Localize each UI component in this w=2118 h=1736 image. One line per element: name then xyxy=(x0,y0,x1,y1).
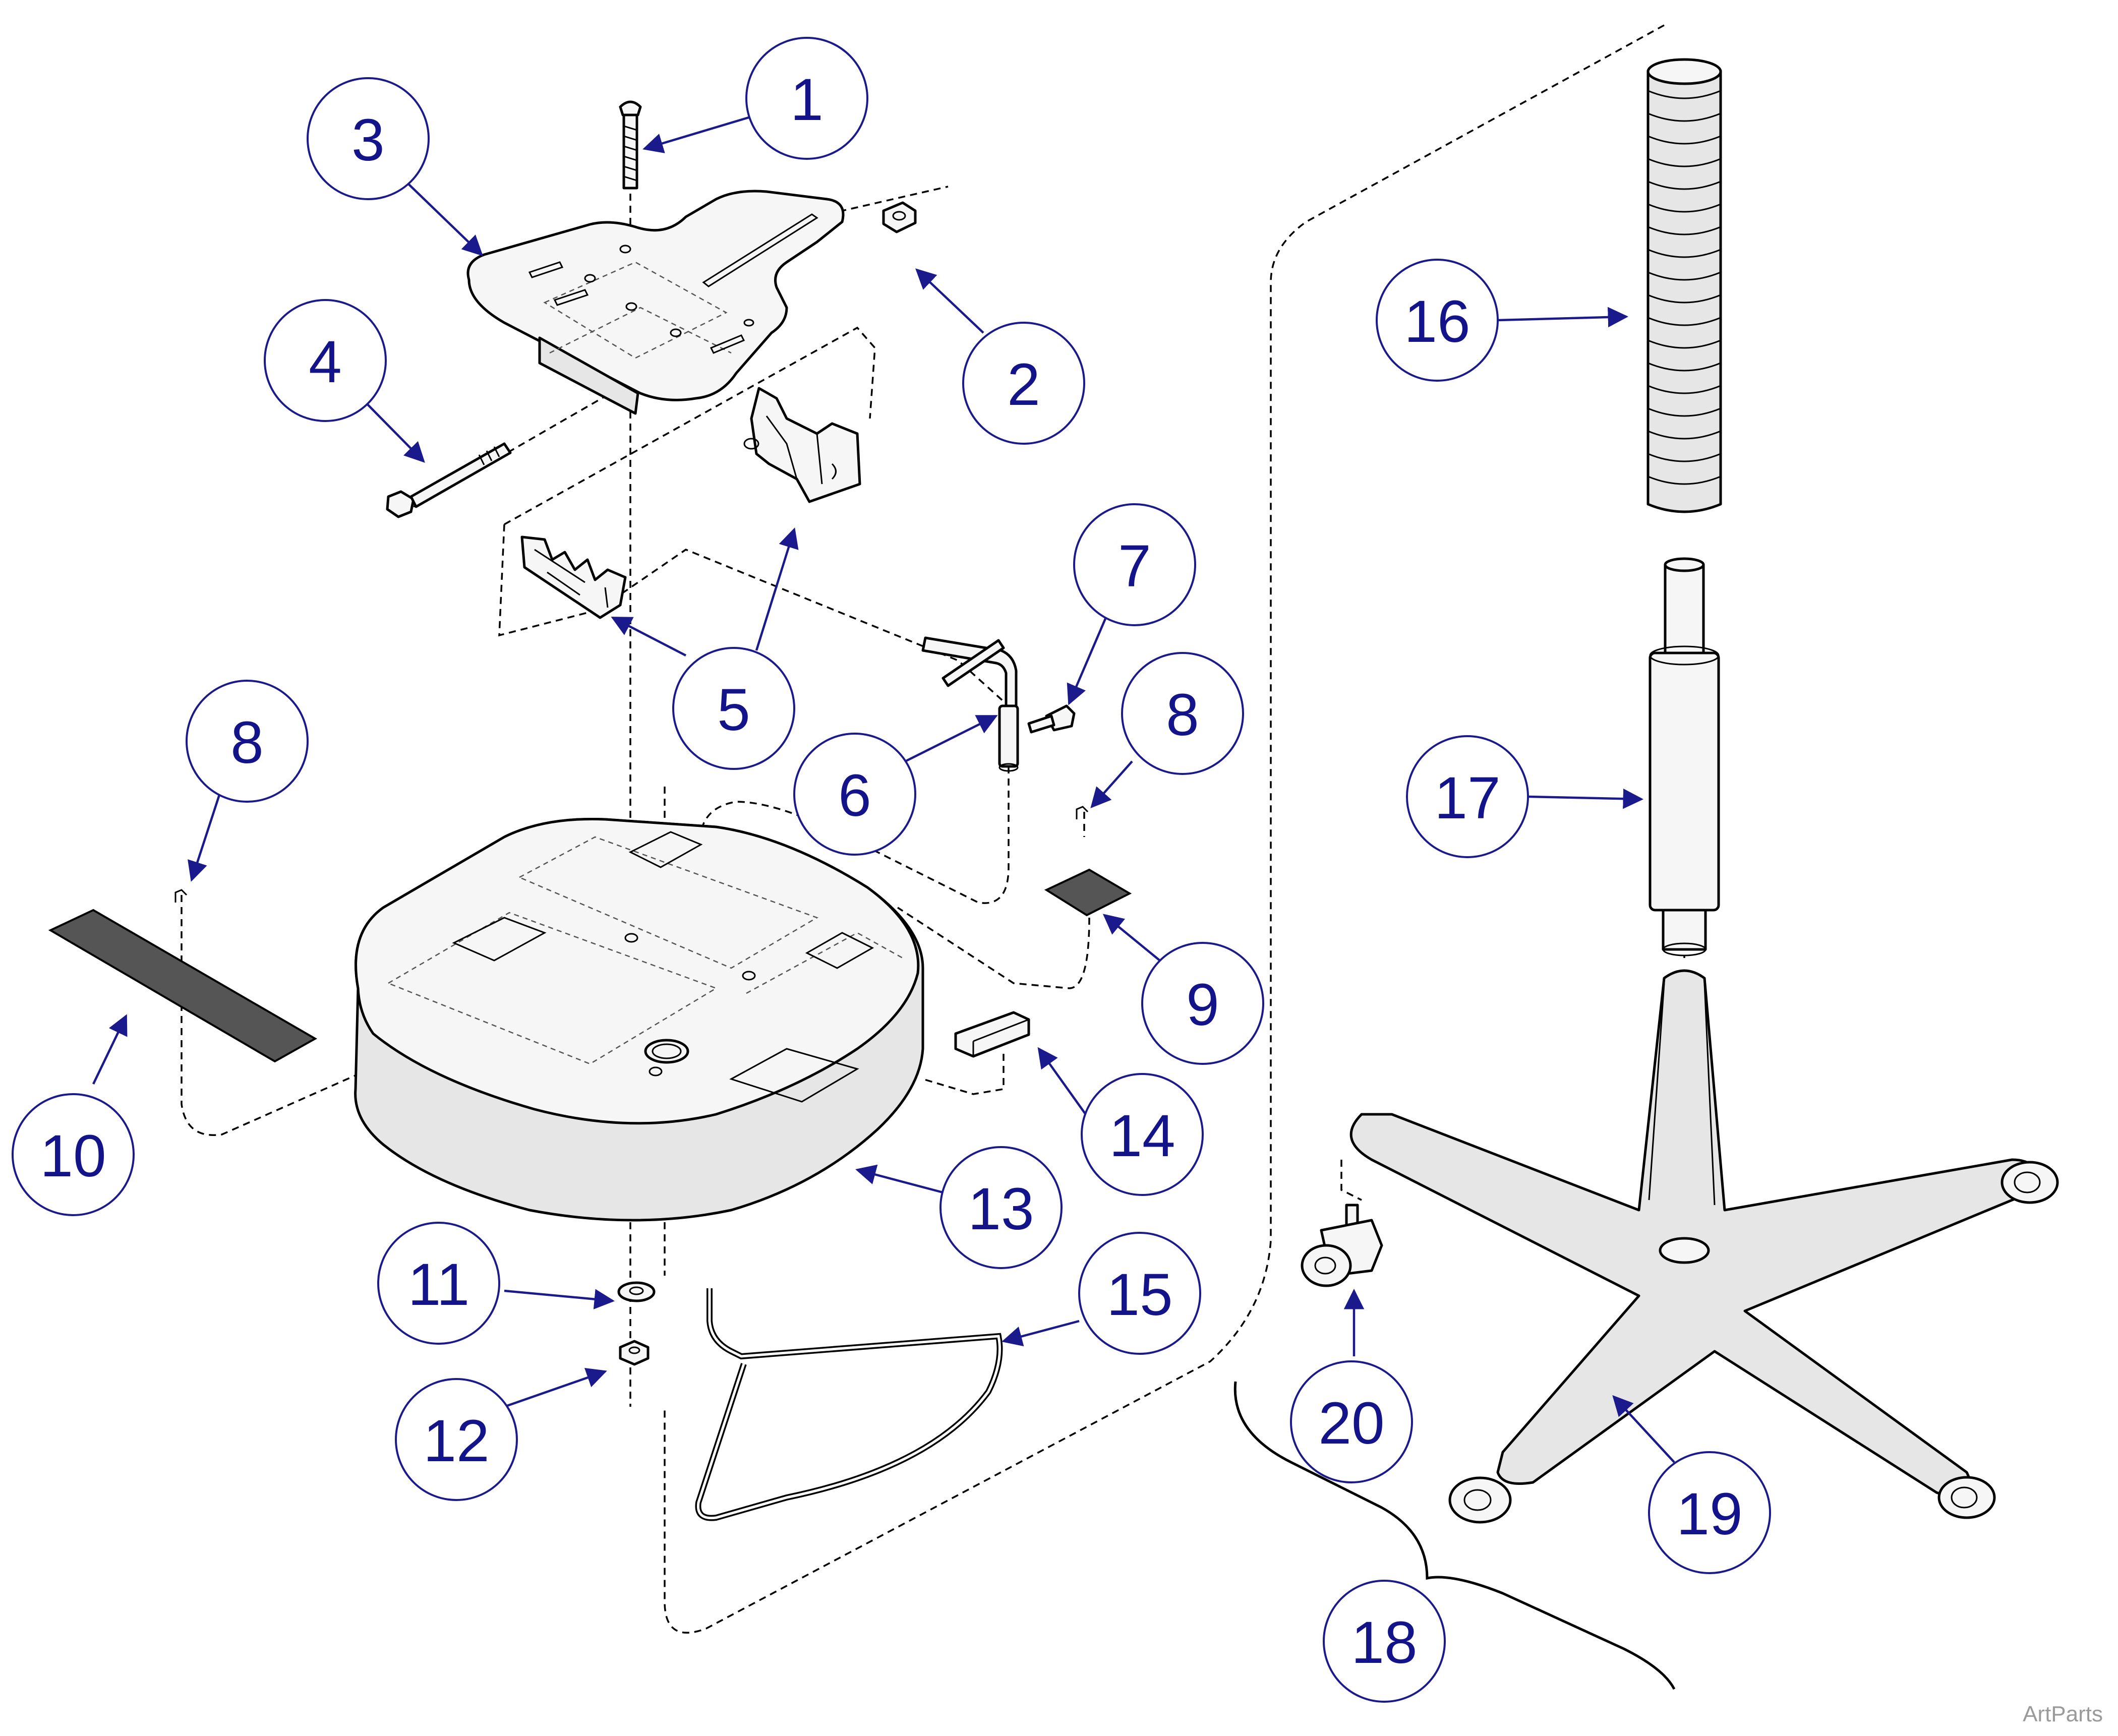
caster-wheel xyxy=(1448,1476,1512,1524)
callout-7-label: 7 xyxy=(1118,533,1151,600)
lever-part xyxy=(921,636,1019,772)
callout-2-label: 2 xyxy=(1007,351,1040,418)
callout-17: 17 xyxy=(1406,735,1529,858)
callout-13-label: 13 xyxy=(968,1176,1034,1242)
callout-4: 4 xyxy=(264,299,387,422)
group-bracket xyxy=(1233,1381,1676,1690)
callout-11-label: 11 xyxy=(408,1251,470,1318)
callout-9: 9 xyxy=(1141,942,1264,1065)
callout-5-label: 5 xyxy=(717,677,750,743)
caster-wheel xyxy=(2001,1161,2059,1204)
callout-8-left: 8 xyxy=(186,680,309,803)
callout-2: 2 xyxy=(962,322,1085,445)
callout-9-label: 9 xyxy=(1186,972,1219,1038)
callout-11: 11 xyxy=(377,1222,500,1345)
callout-16-label: 16 xyxy=(1404,288,1470,355)
callout-14-label: 14 xyxy=(1109,1103,1175,1169)
callout-19-label: 19 xyxy=(1676,1481,1742,1547)
callout-19: 19 xyxy=(1648,1451,1771,1574)
callout-3-label: 3 xyxy=(351,107,385,173)
callout-17-label: 17 xyxy=(1434,765,1500,831)
small-screw-part xyxy=(1027,704,1076,734)
callout-18-label: 18 xyxy=(1351,1609,1417,1676)
gas-cylinder-part xyxy=(1649,557,1720,956)
square-pad-part xyxy=(1044,868,1132,917)
bellows-cover-part xyxy=(1646,58,1722,513)
seat-base-part xyxy=(354,817,924,1222)
callout-18: 18 xyxy=(1323,1580,1446,1703)
callout-14: 14 xyxy=(1081,1073,1204,1196)
leader-arrows xyxy=(92,115,1675,1463)
screw-part xyxy=(619,100,642,190)
watermark: ArtParts xyxy=(2023,1702,2103,1726)
caster-wheels xyxy=(1448,1161,2059,1524)
callout-7: 7 xyxy=(1073,503,1196,626)
clip-parts xyxy=(174,806,1089,903)
callout-20: 20 xyxy=(1290,1360,1413,1483)
callout-1: 1 xyxy=(745,37,868,160)
washer-part xyxy=(617,1281,656,1302)
callout-6: 6 xyxy=(793,733,916,856)
caster-wheel xyxy=(1937,1476,1996,1519)
callout-15-label: 15 xyxy=(1106,1262,1172,1328)
five-star-base-part xyxy=(1349,969,2039,1502)
callout-6-label: 6 xyxy=(838,762,871,829)
callout-20-label: 20 xyxy=(1318,1390,1384,1457)
strip-pad-part xyxy=(48,909,318,1063)
callout-8-right-label: 8 xyxy=(1166,682,1199,748)
long-bolt-part xyxy=(386,442,512,518)
callout-4-label: 4 xyxy=(309,329,342,395)
bottom-nut-part xyxy=(619,1340,650,1366)
mounting-plate-part xyxy=(466,190,845,415)
callout-8-left-label: 8 xyxy=(230,709,264,776)
callout-15: 15 xyxy=(1078,1232,1201,1355)
callout-12: 12 xyxy=(395,1378,518,1501)
callout-8-right: 8 xyxy=(1121,652,1244,775)
caster-part xyxy=(1301,1204,1383,1287)
callout-13: 13 xyxy=(939,1146,1063,1269)
callout-16: 16 xyxy=(1376,259,1499,382)
callout-1-label: 1 xyxy=(790,67,823,133)
clamp-parts xyxy=(520,387,861,619)
callout-10: 10 xyxy=(12,1093,135,1216)
callout-3: 3 xyxy=(307,77,430,200)
callout-5: 5 xyxy=(672,647,795,770)
nut-part xyxy=(882,201,917,233)
callout-12-label: 12 xyxy=(423,1408,489,1474)
callout-10-label: 10 xyxy=(40,1123,106,1189)
foot-ring-part xyxy=(695,1288,1003,1521)
bumper-block-part xyxy=(954,1011,1030,1058)
